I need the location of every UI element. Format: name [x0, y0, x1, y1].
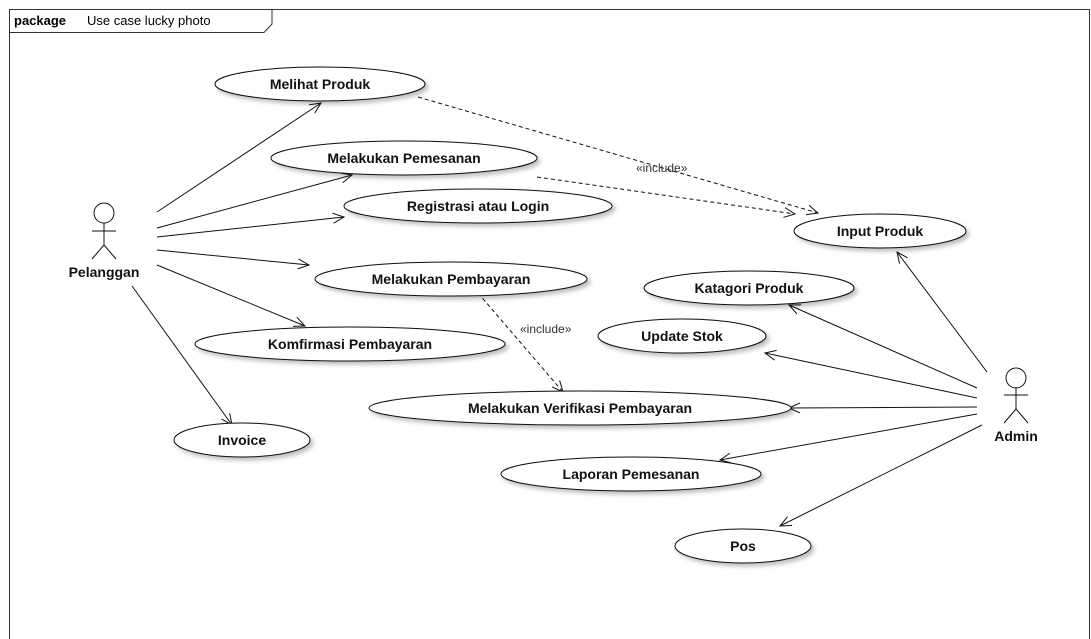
use-case-label: Komfirmasi Pembayaran — [268, 336, 432, 352]
include-label-2: «include» — [520, 322, 572, 336]
use-case-update-stok[interactable]: Update Stok — [597, 318, 767, 354]
actor-pelanggan[interactable] — [91, 202, 117, 260]
assoc-admin-laporan — [720, 413, 978, 460]
assoc-pelanggan-pembayaran — [156, 249, 309, 265]
use-case-label: Registrasi atau Login — [407, 198, 549, 214]
assoc-admin-verifikasi — [789, 407, 978, 408]
actor-admin[interactable] — [1003, 367, 1029, 424]
actor-pelanggan-label: Pelanggan — [69, 264, 140, 280]
use-case-label: Update Stok — [641, 328, 723, 344]
include-label-1: «include» — [636, 161, 688, 175]
use-case-input-produk[interactable]: Input Produk — [793, 213, 967, 249]
actor-admin-label: Admin — [994, 428, 1038, 444]
use-case-verifikasi-pembayaran[interactable]: Melakukan Verifikasi Pembayaran — [368, 390, 792, 426]
assoc-admin-katagori — [789, 305, 978, 389]
use-case-label: Pos — [730, 538, 756, 554]
include-pemesanan-input — [536, 176, 795, 214]
assoc-admin-input-produk — [897, 252, 988, 373]
use-case-katagori-produk[interactable]: Katagori Produk — [643, 270, 855, 306]
include-relationships — [417, 96, 818, 392]
use-case-melakukan-pemesanan[interactable]: Melakukan Pemesanan — [270, 140, 538, 176]
use-case-label: Melakukan Pemesanan — [327, 150, 480, 166]
use-case-label: Melihat Produk — [270, 76, 371, 92]
use-case-komfirmasi-pembayaran[interactable]: Komfirmasi Pembayaran — [194, 326, 506, 362]
admin-associations — [720, 252, 988, 526]
use-case-label: Input Produk — [837, 223, 924, 239]
use-case-melihat-produk[interactable]: Melihat Produk — [214, 66, 426, 102]
use-case-label: Melakukan Verifikasi Pembayaran — [468, 400, 692, 416]
use-case-label: Melakukan Pembayaran — [372, 271, 531, 287]
assoc-admin-pos — [780, 424, 983, 526]
assoc-pelanggan-invoice — [131, 285, 232, 425]
use-case-registrasi-login[interactable]: Registrasi atau Login — [343, 188, 613, 224]
use-case-label: Katagori Produk — [695, 280, 804, 296]
use-case-label: Laporan Pemesanan — [563, 466, 700, 482]
assoc-pelanggan-komfirmasi — [156, 264, 305, 326]
assoc-admin-update-stok — [765, 353, 978, 399]
use-case-label: Invoice — [218, 432, 266, 448]
actor-head-icon — [93, 202, 115, 224]
assoc-pelanggan-registrasi — [156, 217, 344, 238]
package-frame: package Use case lucky photo — [9, 9, 1090, 639]
package-keyword: package — [14, 13, 66, 28]
use-case-invoice[interactable]: Invoice — [173, 422, 311, 458]
pelanggan-associations — [131, 103, 352, 425]
assoc-pelanggan-pemesanan — [156, 175, 352, 229]
package-name: Use case lucky photo — [87, 13, 211, 28]
include-pembayaran-verifikasi — [477, 292, 563, 392]
use-case-laporan-pemesanan[interactable]: Laporan Pemesanan — [500, 456, 762, 492]
use-case-melakukan-pembayaran[interactable]: Melakukan Pembayaran — [314, 261, 588, 297]
use-case-pos[interactable]: Pos — [674, 528, 812, 564]
actor-head-icon — [1005, 367, 1027, 389]
assoc-pelanggan-melihat-produk — [156, 103, 321, 213]
